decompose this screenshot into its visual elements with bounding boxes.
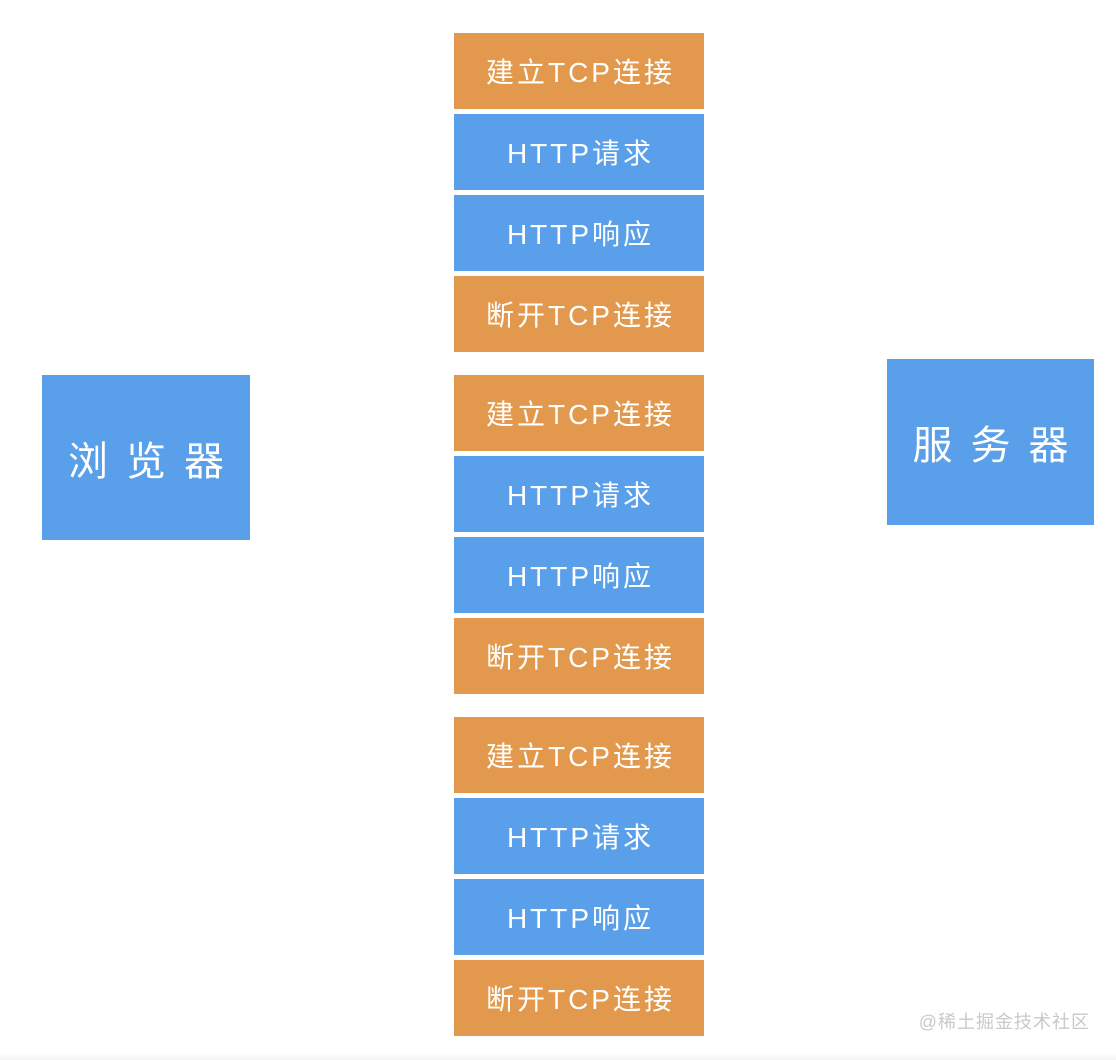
step-http-box: HTTP请求	[454, 798, 704, 874]
step-http-box: HTTP响应	[454, 879, 704, 955]
browser-box: 浏览器	[42, 375, 250, 540]
step-http-box: HTTP响应	[454, 195, 704, 271]
step-tcp-box: 断开TCP连接	[454, 618, 704, 694]
step-tcp-box: 断开TCP连接	[454, 276, 704, 352]
browser-label: 浏览器	[68, 439, 242, 484]
step-http-box: HTTP响应	[454, 537, 704, 613]
server-box: 服务器	[887, 359, 1094, 525]
watermark: @稀土掘金技术社区	[918, 1012, 1090, 1032]
step-tcp-box: 建立TCP连接	[454, 375, 704, 451]
step-http-box: HTTP请求	[454, 114, 704, 190]
step-http-box: HTTP请求	[454, 456, 704, 532]
step-tcp-box: 建立TCP连接	[454, 717, 704, 793]
server-label: 服务器	[912, 424, 1087, 468]
step-tcp-box: 建立TCP连接	[454, 33, 704, 109]
step-tcp-box: 断开TCP连接	[454, 960, 704, 1036]
bottom-edge-strip	[0, 1053, 1116, 1060]
